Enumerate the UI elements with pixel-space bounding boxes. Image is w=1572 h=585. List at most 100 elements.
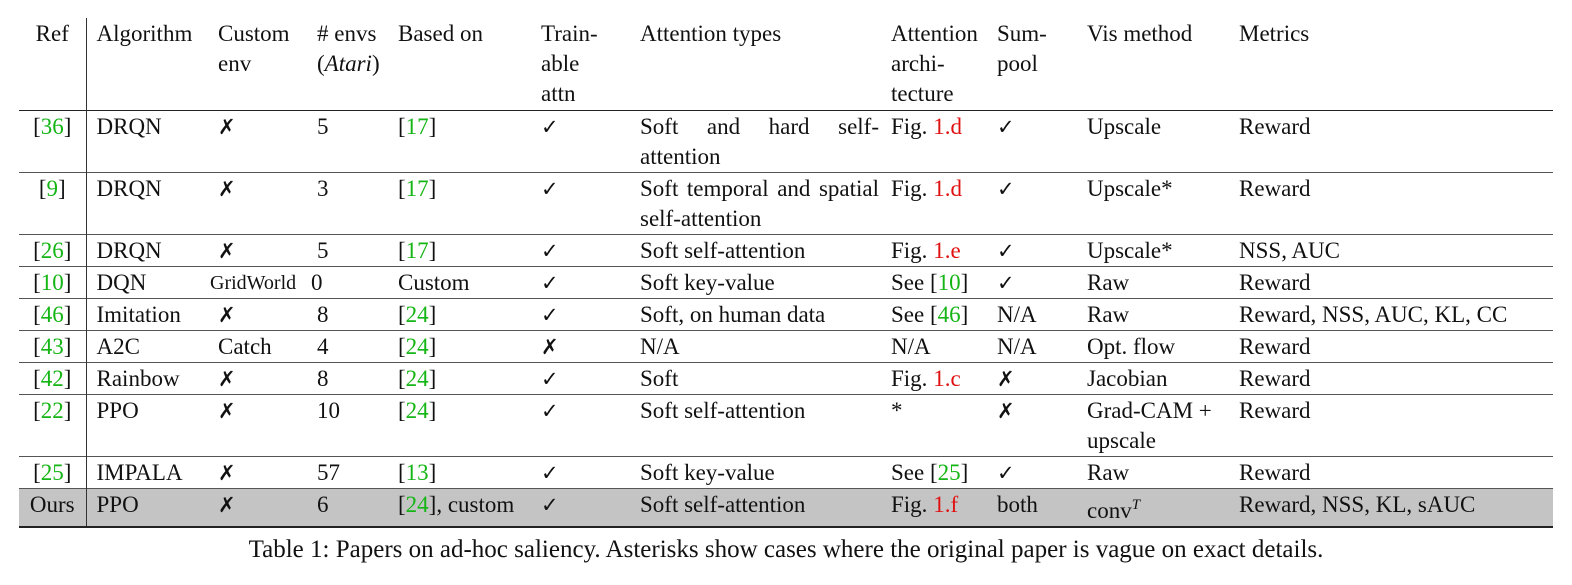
ref-citation[interactable]: 9: [46, 176, 59, 201]
architecture-citation[interactable]: 1.f: [933, 492, 959, 517]
cell-trainable-attn: ✓: [531, 299, 630, 331]
architecture-citation[interactable]: 1.d: [933, 176, 962, 201]
based-on-citation[interactable]: 24: [405, 398, 429, 423]
architecture-citation[interactable]: 25: [937, 460, 961, 485]
cell-attention-architecture: See [46]: [891, 302, 969, 327]
ref-citation[interactable]: 22: [40, 398, 64, 423]
cell-algorithm: PPO: [96, 492, 139, 517]
cell-custom-env: GridWorld: [210, 272, 297, 294]
cross-mark: ✗: [218, 493, 236, 517]
cell-attention-types: Soft temporal and spatial self-attention: [640, 176, 879, 231]
cell-based-on: [17]: [398, 114, 437, 139]
check-mark: ✓: [997, 461, 1015, 485]
architecture-citation[interactable]: 1.c: [933, 366, 961, 391]
architecture-citation[interactable]: 1.d: [933, 114, 962, 139]
header-metrics: Metrics: [1239, 21, 1310, 46]
header-algorithm: Algorithm: [96, 21, 193, 46]
cell-sum-pool: ✗: [987, 395, 1077, 457]
cell-num-envs: 6: [317, 492, 329, 517]
cell-metrics: Reward: [1239, 270, 1311, 295]
cell-sum-pool: ✓: [987, 173, 1077, 235]
check-mark: ✓: [541, 399, 559, 423]
cell-vis-method: Upscale: [1087, 114, 1162, 139]
cell-vis-method: Opt. flow: [1087, 334, 1176, 359]
table-row: [22]PPO✗10[24]✓Soft self-attention*✗Grad…: [19, 394, 1553, 457]
cell-ref: [36]: [19, 110, 87, 173]
header-based-on: Based on: [398, 21, 483, 46]
cell-vis-method: Upscale*: [1087, 238, 1173, 263]
ref-citation[interactable]: 42: [40, 366, 64, 391]
table-caption: Table 1: Papers on ad-hoc saliency. Aste…: [248, 536, 1324, 563]
cell-num-envs: 5: [317, 114, 329, 139]
ref-citation[interactable]: 43: [40, 334, 64, 359]
cell-custom-env: Catch: [218, 334, 272, 359]
based-on-citation[interactable]: 24: [405, 334, 429, 359]
cell-metrics: Reward: [1239, 460, 1311, 485]
cell-num-envs: 8: [317, 366, 329, 391]
header-custom-env: Custom env: [218, 21, 290, 76]
architecture-citation[interactable]: 10: [937, 270, 961, 295]
architecture-citation[interactable]: 1.e: [933, 238, 961, 263]
cell-attention-architecture: Fig. 1.e: [891, 238, 961, 263]
check-mark: ✓: [541, 303, 559, 327]
cell-custom-env: ✗: [208, 457, 307, 489]
table-row: [36]DRQN✗5[17]✓Soft and hard self-attent…: [19, 110, 1553, 173]
cell-trainable-attn: ✓: [531, 235, 630, 267]
cell-ref: [25]: [19, 456, 87, 489]
cell-attention-architecture: Fig. 1.d: [891, 176, 962, 201]
cell-metrics: Reward, NSS, AUC, KL, CC: [1239, 302, 1508, 327]
cross-mark: ✗: [218, 461, 236, 485]
based-on-citation[interactable]: 24: [405, 492, 429, 517]
cell-trainable-attn: ✓: [531, 111, 630, 173]
based-on-citation[interactable]: 24: [405, 366, 429, 391]
cell-trainable-attn: ✓: [531, 363, 630, 395]
table-header-row: Ref Algorithm Custom env # envs(Atari) B…: [19, 18, 1553, 111]
cell-attention-types: Soft self-attention: [640, 398, 806, 423]
cross-mark: ✗: [997, 399, 1015, 423]
check-mark: ✓: [997, 177, 1015, 201]
header-attention-types: Attention types: [640, 21, 782, 46]
vis-method-superscript: T: [1131, 497, 1141, 513]
cell-based-on: [24]: [398, 398, 437, 423]
cell-algorithm: DRQN: [96, 176, 162, 201]
cross-mark: ✗: [218, 115, 236, 139]
header-vis-method: Vis method: [1087, 21, 1193, 46]
architecture-citation[interactable]: 46: [937, 302, 961, 327]
cross-mark: ✗: [218, 303, 236, 327]
ref-citation[interactable]: 25: [40, 460, 64, 485]
based-on-citation[interactable]: 17: [405, 176, 429, 201]
cell-vis-method: Jacobian: [1087, 366, 1168, 391]
cross-mark: ✗: [218, 367, 236, 391]
based-on-citation[interactable]: 17: [405, 238, 429, 263]
check-mark: ✓: [997, 115, 1015, 139]
cell-based-on: [13]: [398, 460, 437, 485]
cell-attention-architecture: Fig. 1.d: [891, 114, 962, 139]
header-attention-architecture: Attention archi- tecture: [891, 21, 978, 106]
cell-algorithm: A2C: [96, 334, 140, 359]
ref-citation[interactable]: 36: [40, 114, 64, 139]
cell-num-envs: 4: [317, 334, 329, 359]
based-on-citation[interactable]: 17: [405, 114, 429, 139]
based-on-citation[interactable]: 24: [405, 302, 429, 327]
cell-custom-env: ✗: [208, 299, 307, 331]
cell-custom-env: ✗: [208, 235, 307, 267]
cell-attention-types: N/A: [640, 334, 680, 359]
based-on-citation[interactable]: 13: [405, 460, 429, 485]
check-mark: ✓: [541, 271, 559, 295]
cell-based-on: [24], custom: [398, 492, 515, 517]
cell-num-envs: 8: [317, 302, 329, 327]
cell-custom-env: ✗: [208, 489, 307, 528]
cell-attention-types: Soft key-value: [640, 460, 775, 485]
table-body: [36]DRQN✗5[17]✓Soft and hard self-attent…: [19, 110, 1553, 528]
ref-citation[interactable]: 46: [40, 302, 64, 327]
cell-sum-pool: ✓: [987, 267, 1077, 299]
check-mark: ✓: [541, 115, 559, 139]
cell-vis-method: convT: [1077, 489, 1229, 528]
ref-citation[interactable]: 26: [40, 238, 64, 263]
ref-citation[interactable]: 10: [40, 270, 64, 295]
cell-vis-method: Grad-CAM + upscale: [1087, 398, 1212, 453]
cell-based-on: [24]: [398, 302, 437, 327]
